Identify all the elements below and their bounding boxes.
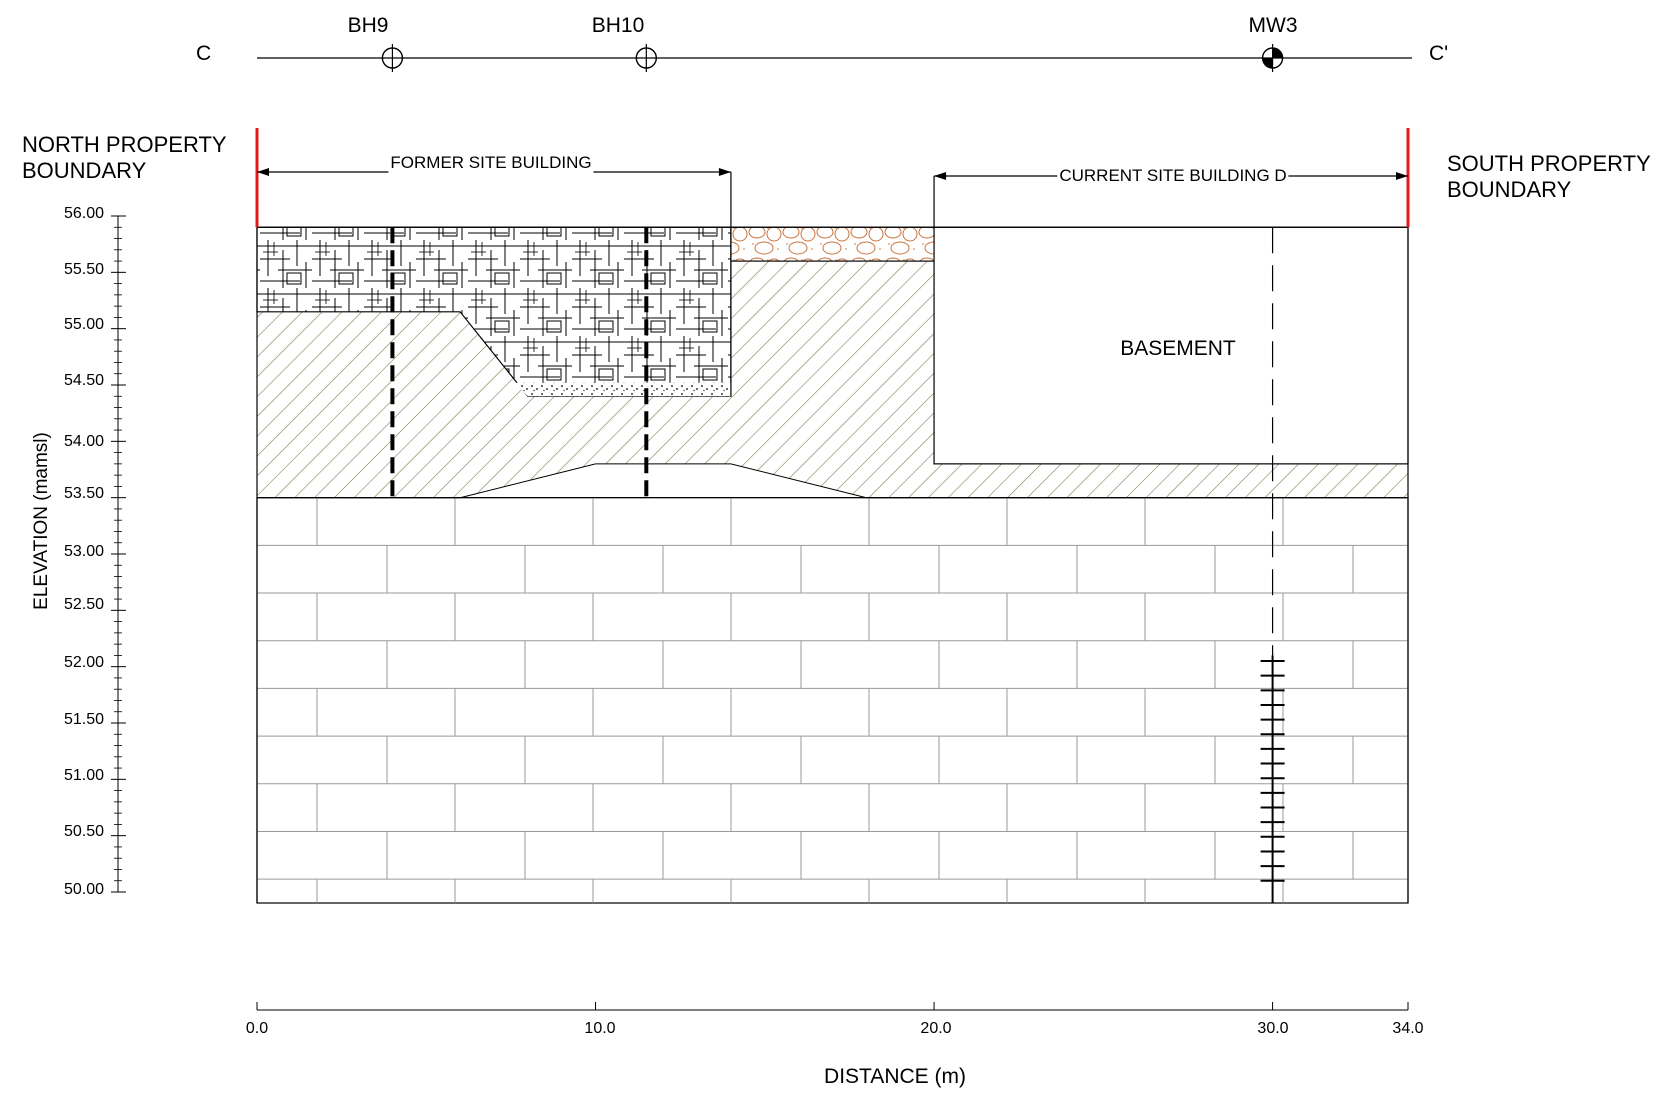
bedrock-layer (256, 497, 1409, 904)
well-label-mw3: MW3 (1248, 14, 1298, 37)
x-axis (256, 1002, 1409, 1011)
y-tick-label: 53.50 (64, 485, 105, 502)
well-label-bh10: BH10 (591, 14, 645, 37)
y-tick-label: 54.00 (64, 433, 105, 450)
current-building-label: CURRENT SITE BUILDING D (1057, 166, 1289, 186)
x-tick-label: 0.0 (245, 1020, 269, 1037)
basement (933, 226, 1409, 465)
south-boundary-label: SOUTH PROPERTY BOUNDARY (1447, 151, 1651, 203)
x-tick-label: 10.0 (584, 1020, 616, 1037)
y-axis-title: ELEVATION (mamsl) (31, 432, 52, 610)
y-tick-label: 50.00 (64, 881, 105, 898)
south-boundary-line2: BOUNDARY (1447, 177, 1572, 202)
bedrock-joints (257, 497, 1408, 903)
y-tick-label: 55.00 (64, 316, 105, 333)
y-tick-label: 50.50 (64, 823, 105, 840)
north-boundary-line2: BOUNDARY (22, 158, 147, 183)
basement-label: BASEMENT (1120, 337, 1236, 360)
x-axis-title: DISTANCE (m) (824, 1065, 966, 1088)
x-tick-label: 34.0 (1392, 1020, 1424, 1037)
sand-layer (514, 382, 731, 397)
arrow-head (257, 168, 269, 176)
y-tick-label: 52.50 (64, 596, 105, 613)
well-label-bh9: BH9 (347, 14, 389, 37)
y-tick-label: 53.00 (64, 543, 105, 560)
well-quadrant (1272, 48, 1283, 58)
north-boundary-line1: NORTH PROPERTY (22, 132, 227, 157)
section-start-label: C (196, 42, 212, 65)
north-boundary-label: NORTH PROPERTY BOUNDARY (22, 132, 227, 184)
y-tick-label: 51.50 (64, 711, 105, 728)
south-boundary-line1: SOUTH PROPERTY (1447, 151, 1651, 176)
y-tick-label: 56.00 (64, 205, 105, 222)
arrow-head (1396, 172, 1408, 180)
arrow-head (934, 172, 947, 180)
section-end-label: C' (1429, 42, 1449, 65)
y-axis (111, 215, 126, 893)
y-tick-label: 51.00 (64, 767, 105, 784)
surface-stone-layer (730, 226, 935, 262)
y-tick-label: 54.50 (64, 372, 105, 389)
x-tick-label: 30.0 (1257, 1020, 1289, 1037)
arrow-head (718, 168, 731, 176)
well-quadrant (1262, 58, 1273, 68)
y-tick-label: 52.00 (64, 654, 105, 671)
y-tick-label: 55.50 (64, 261, 105, 278)
former-building-label: FORMER SITE BUILDING (388, 153, 594, 173)
x-tick-label: 20.0 (920, 1020, 952, 1037)
